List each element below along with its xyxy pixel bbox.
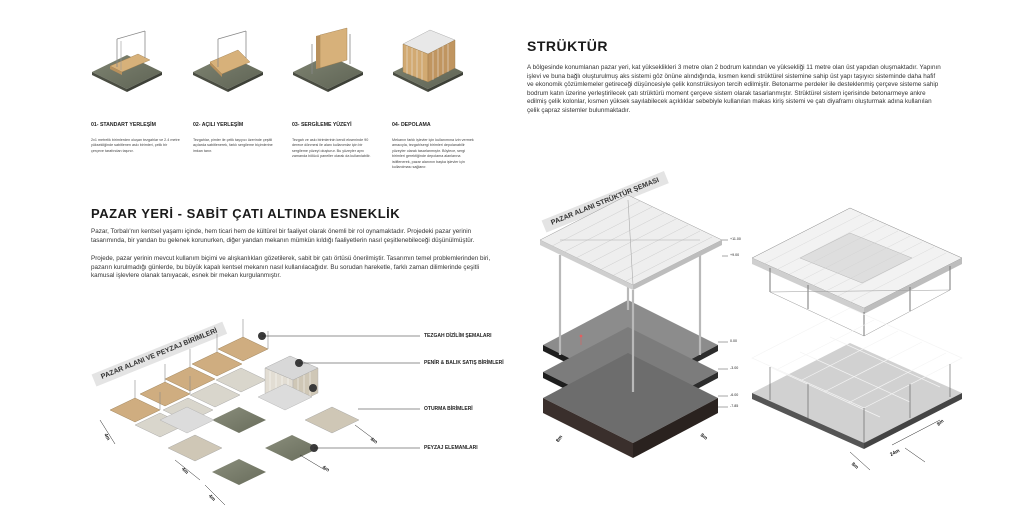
module-title: 04- DEPOLAMA bbox=[392, 122, 431, 128]
module-caption-3: 03- SERGİLEME YÜZEYİ Tezgah ve askı biri… bbox=[292, 122, 376, 160]
structure-columns bbox=[558, 220, 702, 392]
legend-oturma: OTURMA BİRİMLERİ bbox=[424, 406, 473, 412]
module-title: 01- STANDART YERLEŞİM bbox=[91, 122, 156, 128]
pazar-dim: 4m bbox=[320, 464, 331, 474]
pazar-band-label: PAZAR ALANI VE PEYZAJ BİRİMLERİ bbox=[91, 321, 228, 387]
roof-upper bbox=[751, 207, 963, 337]
level-label: +11.00 bbox=[730, 237, 741, 241]
legend-tezgah: TEZGAH DİZİLİM ŞEMALARI bbox=[424, 333, 492, 339]
pazar-dim-lines bbox=[99, 419, 376, 506]
module-2-drawing bbox=[193, 30, 263, 92]
level-label: -6.00 bbox=[730, 393, 739, 397]
level-label: -7.85 bbox=[730, 404, 739, 408]
module-text: Mekanın farklı işlevler için kullanımına… bbox=[392, 138, 474, 170]
roof-dim: 8m bbox=[849, 461, 860, 471]
pazar-dim: 4m bbox=[206, 493, 217, 503]
legend-penir-balik: PENİR & BALIK SATIŞ BİRİMLERİ bbox=[424, 360, 504, 366]
level-label: -3.00 bbox=[730, 366, 739, 370]
module-text: Tezgah ve askı birimlerinin kendi ekseni… bbox=[292, 138, 371, 159]
pazar-dim: 4m bbox=[368, 436, 379, 446]
module-4-drawing bbox=[393, 29, 463, 92]
module-caption-1: 01- STANDART YERLEŞİM 2x1 metrelik birim… bbox=[91, 122, 181, 154]
section-paragraph-2: Projede, pazar yerinin mevcut kullanım b… bbox=[91, 255, 491, 280]
struktur-band-label: PAZAR ALANI STRÜKTÜR ŞEMASI bbox=[541, 171, 669, 233]
level-markers bbox=[718, 239, 728, 408]
struktur-title: STRÜKTÜR bbox=[527, 38, 608, 54]
fish-unit bbox=[264, 355, 319, 406]
structure-dim: 8m bbox=[555, 434, 565, 444]
struktur-text: A bölgesinde konumlanan pazar yeri, kat … bbox=[527, 64, 941, 114]
legend-leaders bbox=[262, 335, 420, 449]
module-caption-4: 04- DEPOLAMA Mekanın farklı işlevler içi… bbox=[392, 122, 478, 170]
structure-slabs bbox=[543, 300, 718, 458]
module-caption-2: 02- AÇILI YERLEŞİM Tezgahlar, pimler ile… bbox=[193, 122, 277, 154]
module-text: Tezgahlar, pimler ile çelik taşıyıcı üze… bbox=[193, 138, 273, 153]
module-title: 02- AÇILI YERLEŞİM bbox=[193, 122, 244, 128]
module-title: 03- SERGİLEME YÜZEYİ bbox=[292, 122, 352, 128]
module-3-drawing bbox=[293, 27, 363, 92]
pazar-dim: 4m bbox=[102, 432, 112, 442]
level-label: 0.00 bbox=[730, 339, 737, 343]
roof-dim-lines bbox=[849, 419, 941, 471]
roof-dim: 24m bbox=[889, 448, 901, 458]
landscape-tiles bbox=[159, 332, 360, 485]
legend-peyzaj: PEYZAJ ELEMANLARI bbox=[424, 445, 478, 451]
pazar-dim: 4m bbox=[179, 466, 190, 476]
module-1-drawing bbox=[92, 30, 162, 92]
level-label: +9.00 bbox=[730, 253, 740, 257]
structure-dim: 8m bbox=[698, 432, 709, 442]
roof-dim: 8m bbox=[935, 418, 946, 428]
section-title: PAZAR YERİ - SABİT ÇATI ALTINDA ESNEKLİK bbox=[91, 206, 401, 221]
module-text: 2x1 metrelik birimlerden oluşan tezgahla… bbox=[91, 138, 180, 153]
roof-lower bbox=[751, 307, 963, 449]
section-paragraph-1: Pazar, Torbalı'nın kentsel yaşamı içinde… bbox=[91, 228, 475, 244]
